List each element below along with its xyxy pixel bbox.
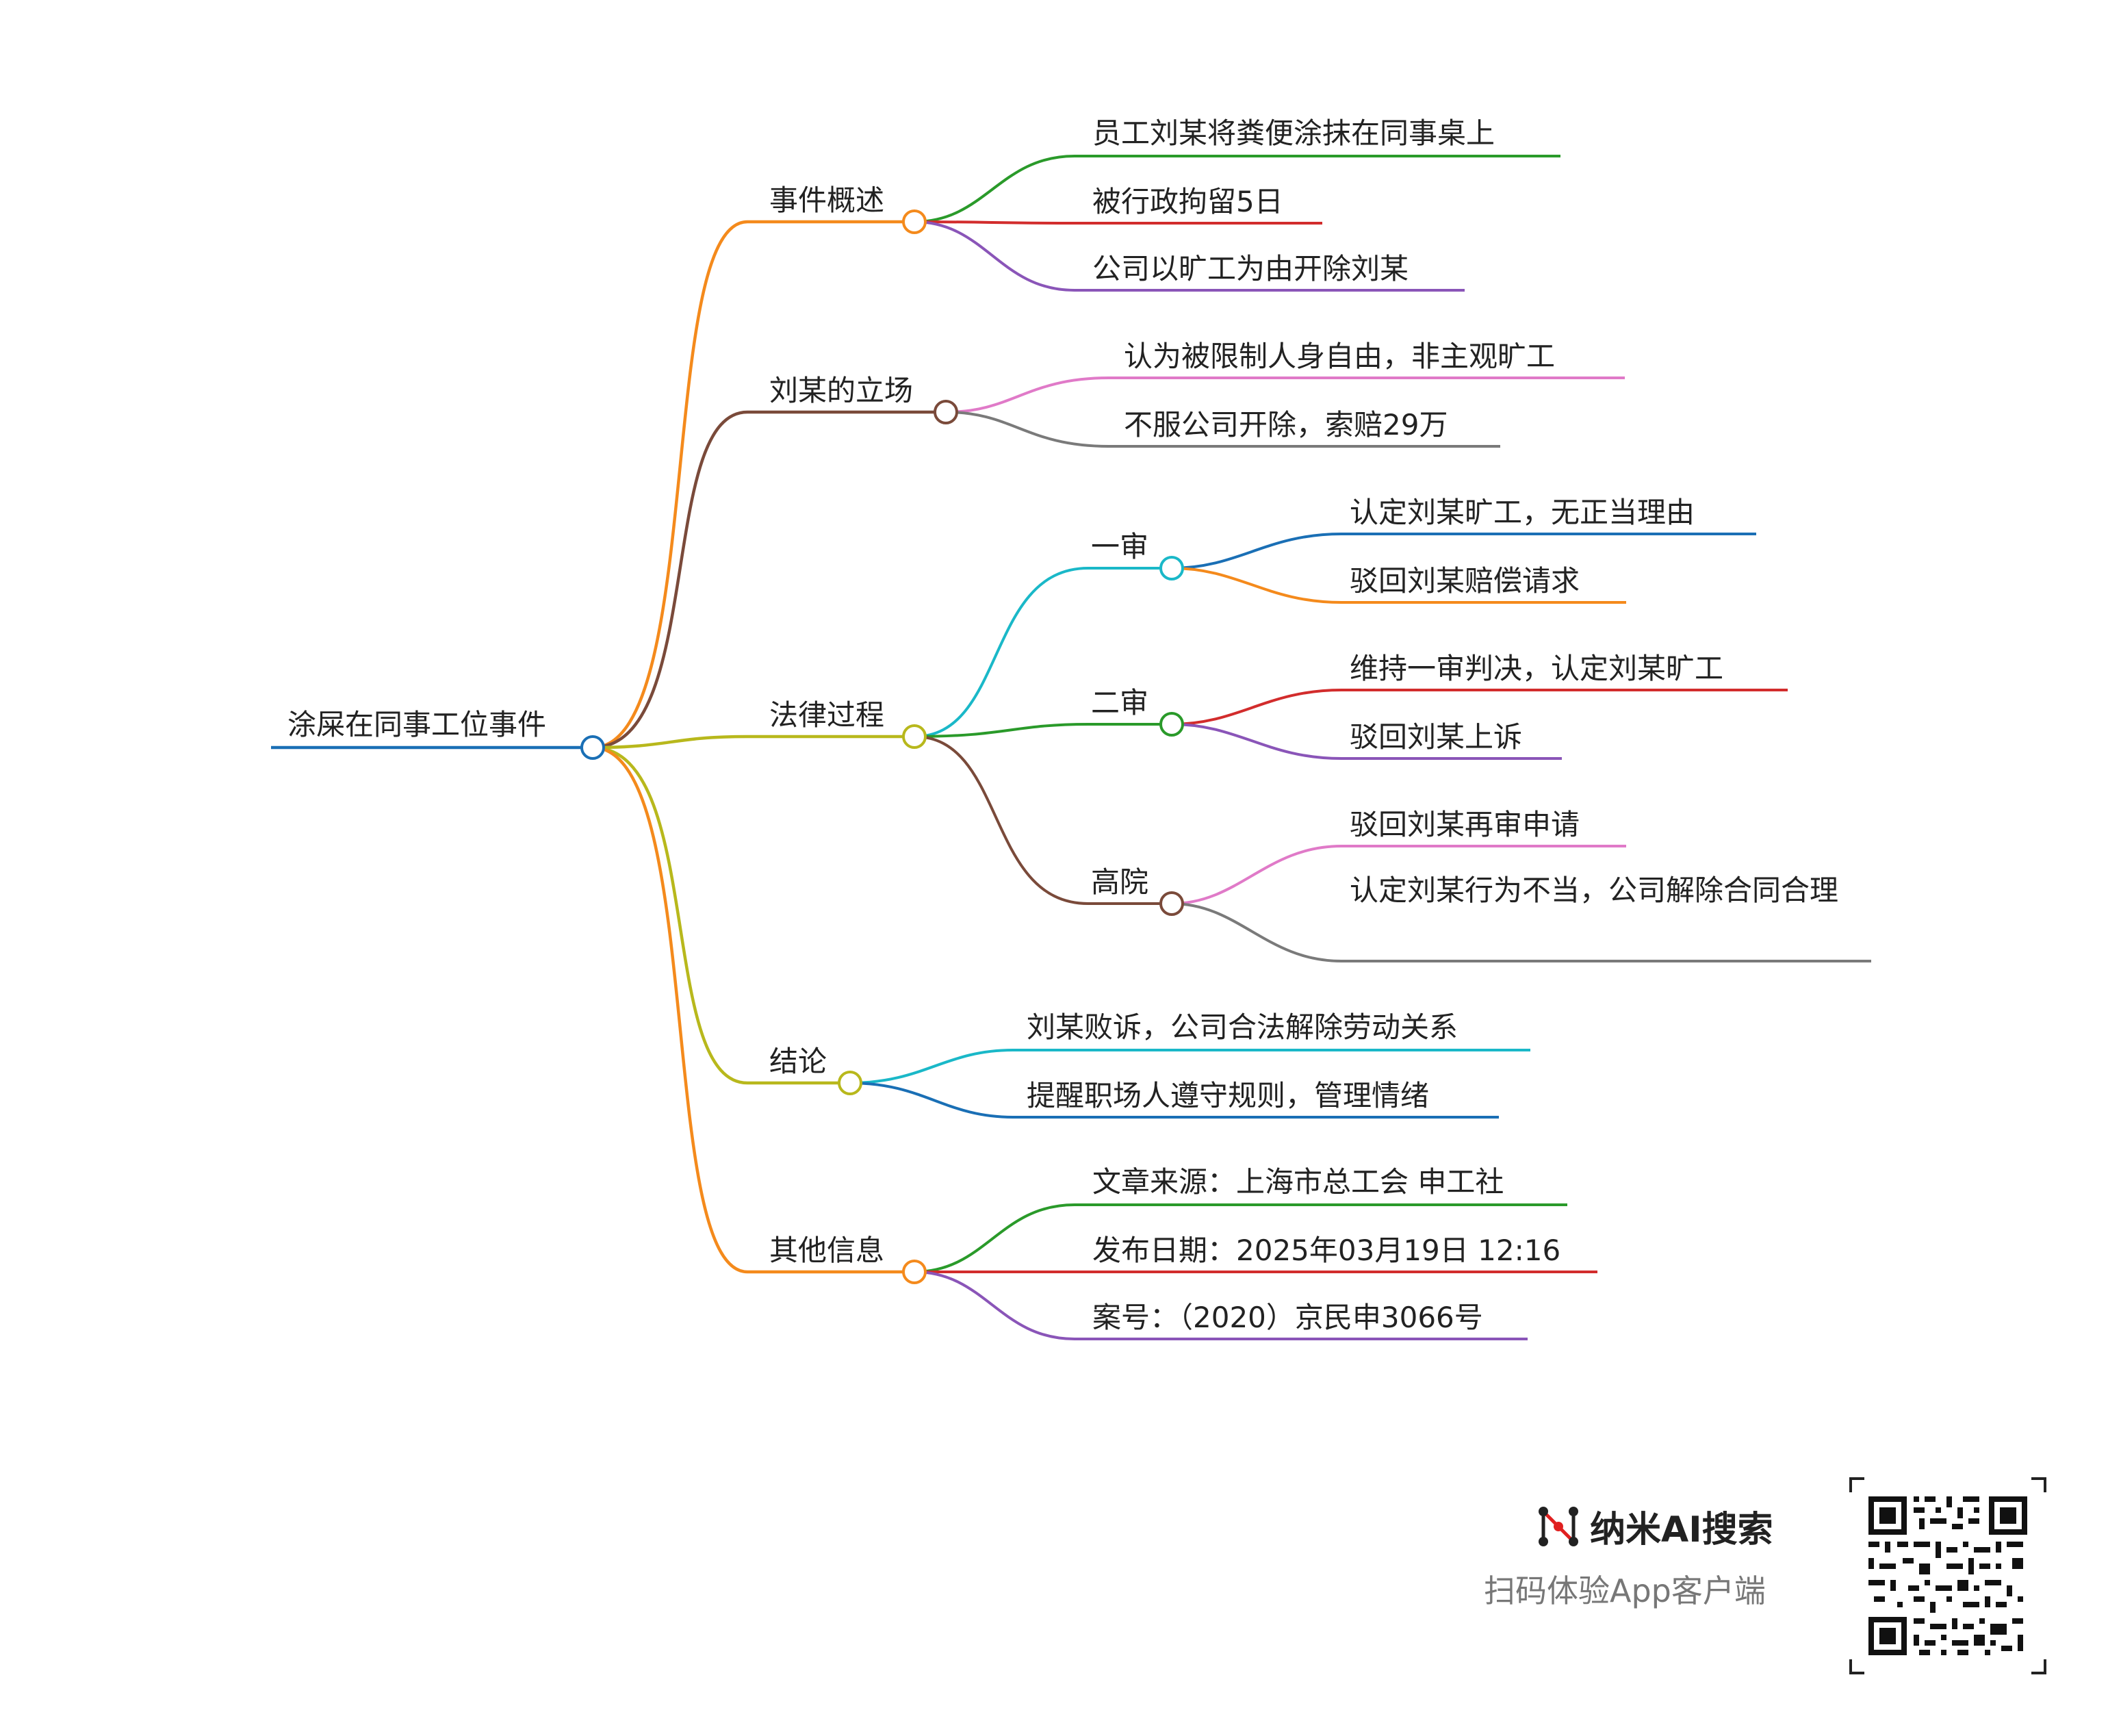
second-trial-item-2: 驳回刘某上诉 [1350, 720, 1523, 754]
stance-label: 刘某的立场 [769, 374, 914, 407]
second-trial-label: 二审 [1091, 686, 1149, 719]
edge-legal-high [914, 735, 1172, 905]
edge-high-2 [1171, 902, 1871, 962]
edge-root-conclusion [592, 745, 850, 1085]
other-item-3: 案号：（2020）京民申3066号 [1092, 1301, 1483, 1334]
edge-second-2 [1171, 723, 1562, 760]
brand-block: 纳米AI搜索 [1537, 1501, 1773, 1552]
edge-other-1 [914, 1203, 1567, 1273]
qr-code-icon [1849, 1477, 2046, 1674]
node-stance [934, 400, 958, 424]
edge-stance-1 [945, 376, 1625, 413]
node-other [902, 1260, 927, 1284]
edge-overview-1 [914, 155, 1560, 223]
edge-conclusion-1 [849, 1049, 1530, 1084]
root-label: 涂屎在同事工位事件 [287, 708, 547, 741]
conclusion-item-1: 刘某败诉，公司合法解除劳动关系 [1027, 1010, 1458, 1044]
edge-first-1 [1171, 533, 1756, 570]
conclusion-label: 结论 [769, 1045, 827, 1078]
edge-overview-3 [914, 220, 1465, 292]
stance-item-2: 不服公司开除，索赔29万 [1124, 408, 1448, 442]
node-conclusion [838, 1071, 862, 1095]
node-first [1159, 556, 1184, 580]
brand-tagline: 扫码体验App客户端 [1484, 1572, 1766, 1609]
high-court-label: 高院 [1091, 865, 1149, 899]
high-court-item-2: 认定刘某行为不当，公司解除合同合理 [1350, 873, 1839, 907]
other-item-2: 发布日期：2025年03月19日 12:16 [1092, 1234, 1561, 1267]
edge-stance-2 [945, 411, 1500, 448]
first-trial-item-2: 驳回刘某赔偿请求 [1350, 564, 1580, 598]
node-root [580, 735, 605, 760]
legal-label: 法律过程 [769, 698, 885, 732]
edge-conclusion-2 [849, 1082, 1499, 1119]
edge-root-legal [592, 735, 914, 750]
edge-root-stance [592, 410, 946, 750]
conclusion-item-2: 提醒职场人遵守规则，管理情绪 [1027, 1079, 1430, 1112]
overview-item-1: 员工刘某将粪便涂抹在同事桌上 [1092, 116, 1495, 150]
brand-name: 纳米AI搜索 [1590, 1509, 1773, 1550]
overview-label: 事件概述 [769, 183, 885, 217]
edge-other-3 [914, 1271, 1528, 1340]
second-trial-item-1: 维持一审判决，认定刘某旷工 [1350, 652, 1724, 685]
edge-legal-first [914, 567, 1172, 738]
node-overview [902, 209, 927, 234]
edge-second-1 [1171, 689, 1788, 726]
edge-high-1 [1171, 845, 1626, 905]
first-trial-item-1: 认定刘某旷工，无正当理由 [1350, 496, 1695, 529]
other-item-1: 文章来源：上海市总工会 申工社 [1092, 1165, 1504, 1199]
node-second [1159, 712, 1184, 737]
overview-item-2: 被行政拘留5日 [1092, 185, 1283, 218]
first-trial-label: 一审 [1091, 530, 1149, 563]
edge-root-overview [592, 220, 914, 750]
nami-logo-icon [1539, 1506, 1578, 1546]
qr-code-frame [1848, 1476, 2048, 1676]
edge-overview-2 [914, 220, 1322, 225]
overview-item-3: 公司以旷工为由开除刘某 [1092, 252, 1409, 285]
high-court-item-1: 驳回刘某再审申请 [1350, 808, 1580, 841]
edge-first-2 [1171, 567, 1626, 604]
other-label: 其他信息 [769, 1234, 885, 1267]
node-legal [902, 724, 927, 749]
edge-legal-second [914, 723, 1172, 738]
node-high [1159, 891, 1184, 916]
edge-root-other [592, 745, 914, 1274]
stance-item-1: 认为被限制人身自由，非主观旷工 [1124, 340, 1556, 373]
